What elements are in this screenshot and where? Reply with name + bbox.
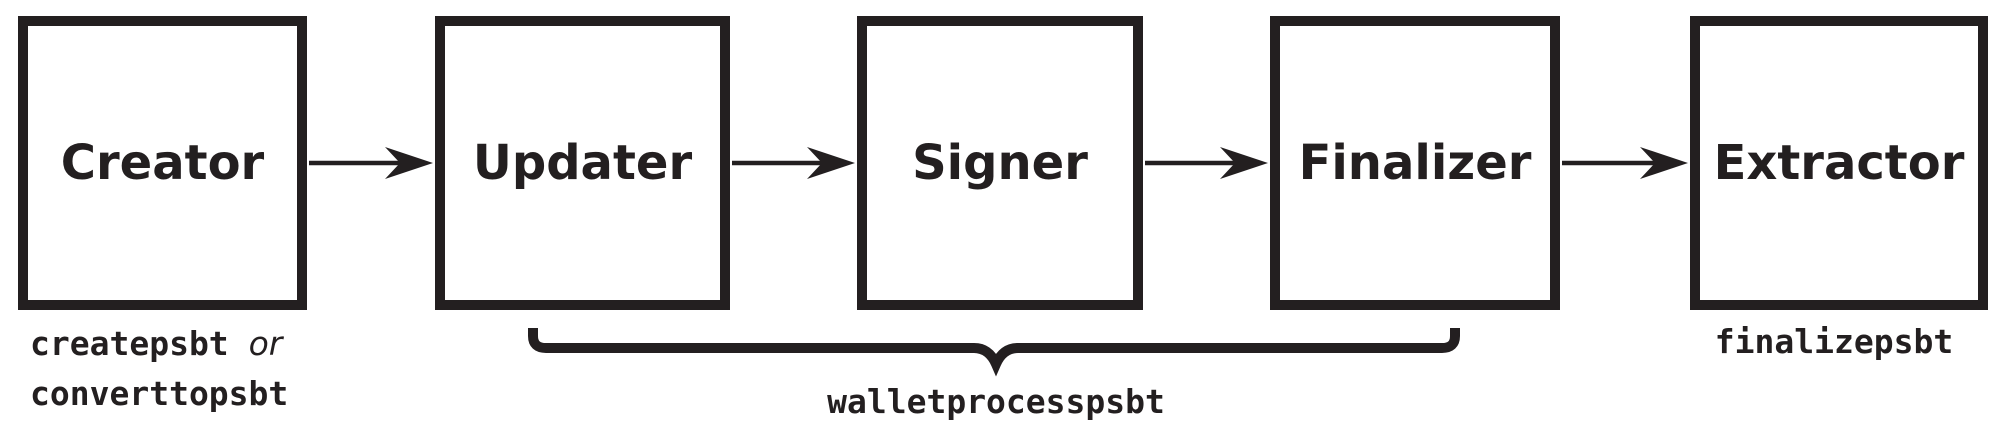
brace-walletprocesspsbt xyxy=(528,328,1460,377)
arrow-updater-to-signer xyxy=(732,147,855,179)
arrow-creator-to-updater xyxy=(309,147,433,179)
finalizepsbt-command: finalizepsbt xyxy=(1714,322,1954,361)
stage-box-updater: Updater xyxy=(435,16,730,310)
arrow-finalizer-to-extractor xyxy=(1562,147,1688,179)
creator-commands-line2: converttopsbt xyxy=(30,372,288,422)
createpsbt-command: createpsbt xyxy=(30,324,229,363)
stage-box-creator: Creator xyxy=(18,16,307,310)
stage-title-creator: Creator xyxy=(60,135,265,191)
walletprocesspsbt-command: walletprocesspsbt xyxy=(827,382,1165,421)
or-conjunction: or xyxy=(248,324,283,363)
stage-title-signer: Signer xyxy=(912,135,1088,191)
converttopsbt-command: converttopsbt xyxy=(30,374,289,413)
finalizepsbt-label: finalizepsbt xyxy=(1715,324,1953,366)
stage-title-extractor: Extractor xyxy=(1713,135,1965,191)
stage-box-finalizer: Finalizer xyxy=(1270,16,1560,310)
space-separator xyxy=(229,324,249,363)
arrow-signer-to-finalizer xyxy=(1145,147,1268,179)
creator-commands-line1: createpsbt or xyxy=(30,322,288,372)
stage-title-finalizer: Finalizer xyxy=(1298,135,1532,191)
creator-commands-label: createpsbt or converttopsbt xyxy=(30,322,288,422)
stage-box-signer: Signer xyxy=(857,16,1143,310)
walletprocesspsbt-label: walletprocesspsbt xyxy=(827,384,1165,426)
stage-title-updater: Updater xyxy=(472,135,693,191)
stage-box-extractor: Extractor xyxy=(1690,16,1988,310)
